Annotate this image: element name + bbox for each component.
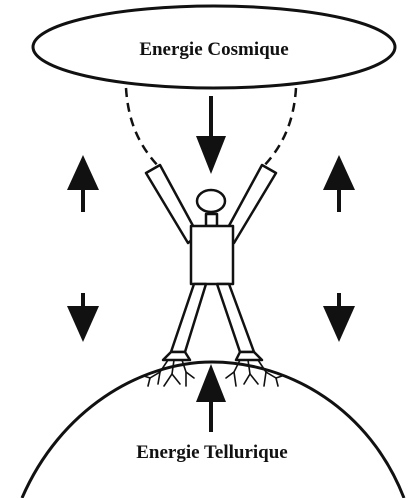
upper-left-up-arrow [67, 155, 99, 212]
left-foot [161, 350, 192, 362]
right-foot [234, 350, 264, 362]
left-leg [169, 282, 208, 354]
roots [143, 359, 283, 387]
lower-right-down-arrow [323, 293, 355, 342]
neck [204, 212, 219, 228]
telluric-up-arrow [196, 364, 226, 432]
lower-left-down-arrow [67, 293, 99, 342]
cosmic-energy-label: Energie Cosmique [139, 39, 288, 60]
right-dashed-connector [261, 87, 298, 169]
telluric-energy-label: Energie Tellurique [136, 442, 288, 463]
torso [189, 224, 235, 286]
left-dashed-connector [124, 87, 161, 169]
right-leg [215, 282, 256, 354]
human-figure [144, 163, 278, 362]
head [195, 188, 227, 214]
cosmic-energy-ellipse [31, 4, 397, 90]
upper-right-up-arrow [323, 155, 355, 212]
cosmic-energy-ellipse-group: Energie Cosmique [31, 4, 397, 90]
cosmic-down-arrow [196, 96, 226, 174]
